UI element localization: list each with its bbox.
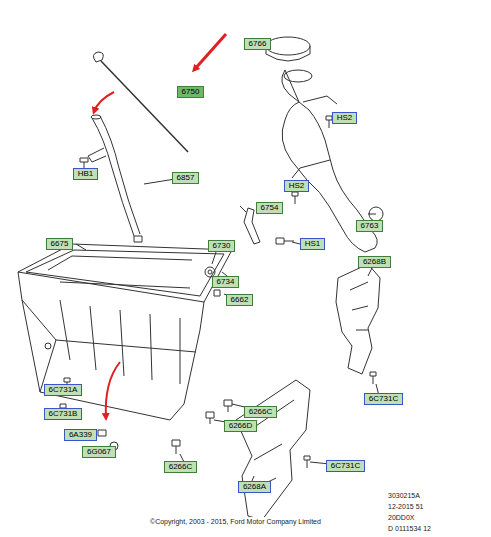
callout-box: HS2	[332, 112, 357, 124]
callout-box: 6754	[256, 202, 283, 214]
callout-number: 6750	[182, 87, 200, 96]
callout-number: 6C731B	[49, 409, 78, 418]
callout-box: 6763	[356, 220, 383, 232]
callout-box: 6734	[212, 276, 239, 288]
drawing-code: 20DD0X	[388, 513, 414, 522]
callout-number: 6268B	[363, 257, 386, 266]
callout-box: 6A339	[64, 429, 97, 441]
callout-box: 6268A	[238, 481, 271, 493]
callout-number: 6662	[231, 295, 249, 304]
callout-box: 6266C	[164, 461, 197, 473]
drawing-code: 12-2015 51	[388, 502, 423, 511]
callout-box: 6C731C	[326, 460, 365, 472]
callout-number: HS2	[289, 181, 305, 190]
callout-box: 6C731A	[44, 384, 82, 396]
callout-box: 6662	[226, 294, 253, 306]
callout-box: 6766	[244, 38, 271, 50]
callout-number: 6730	[213, 241, 231, 250]
callout-box: HB1	[73, 168, 98, 180]
callout-number: 6A339	[69, 430, 92, 439]
callout-box: HS1	[300, 238, 325, 250]
callout-number: 6266C	[169, 462, 193, 471]
callout-number: 6734	[217, 277, 235, 286]
callout-number: 6763	[361, 221, 379, 230]
callout-box: 6730	[208, 240, 235, 252]
callout-number: 6675	[51, 239, 69, 248]
callout-number: HS1	[305, 239, 321, 248]
callout-box: 6C731B	[44, 408, 82, 420]
callout-number: 6C731A	[49, 385, 78, 394]
callout-number: 6766	[249, 39, 267, 48]
callout-number: 6266D	[229, 421, 253, 430]
callout-box: 6G067	[82, 446, 116, 458]
callout-number: 6266C	[249, 407, 273, 416]
callout-box: 6675	[46, 238, 73, 250]
callout-number: 6G067	[87, 447, 111, 456]
callout-box: 6268B	[358, 256, 391, 268]
callout-number: 6857	[177, 173, 195, 182]
callout-number: 6754	[261, 203, 279, 212]
copyright-note: ©Copyright, 2003 - 2015, Ford Motor Comp…	[150, 517, 321, 526]
callout-number: HS2	[337, 113, 353, 122]
callout-box: 6750	[177, 86, 204, 98]
callout-number: 6C731C	[331, 461, 360, 470]
callout-number: 6C731C	[369, 394, 398, 403]
callout-box: 6C731C	[364, 393, 403, 405]
callout-box: 6266C	[244, 406, 277, 418]
callout-box: 6266D	[224, 420, 257, 432]
callout-box: 6857	[172, 172, 199, 184]
drawing-code: D 0111534 12	[388, 524, 431, 533]
drawing-code: 3030215A	[388, 491, 420, 500]
callout-number: 6268A	[243, 482, 266, 491]
callout-number: HB1	[78, 169, 94, 178]
callout-box: HS2	[284, 180, 309, 192]
